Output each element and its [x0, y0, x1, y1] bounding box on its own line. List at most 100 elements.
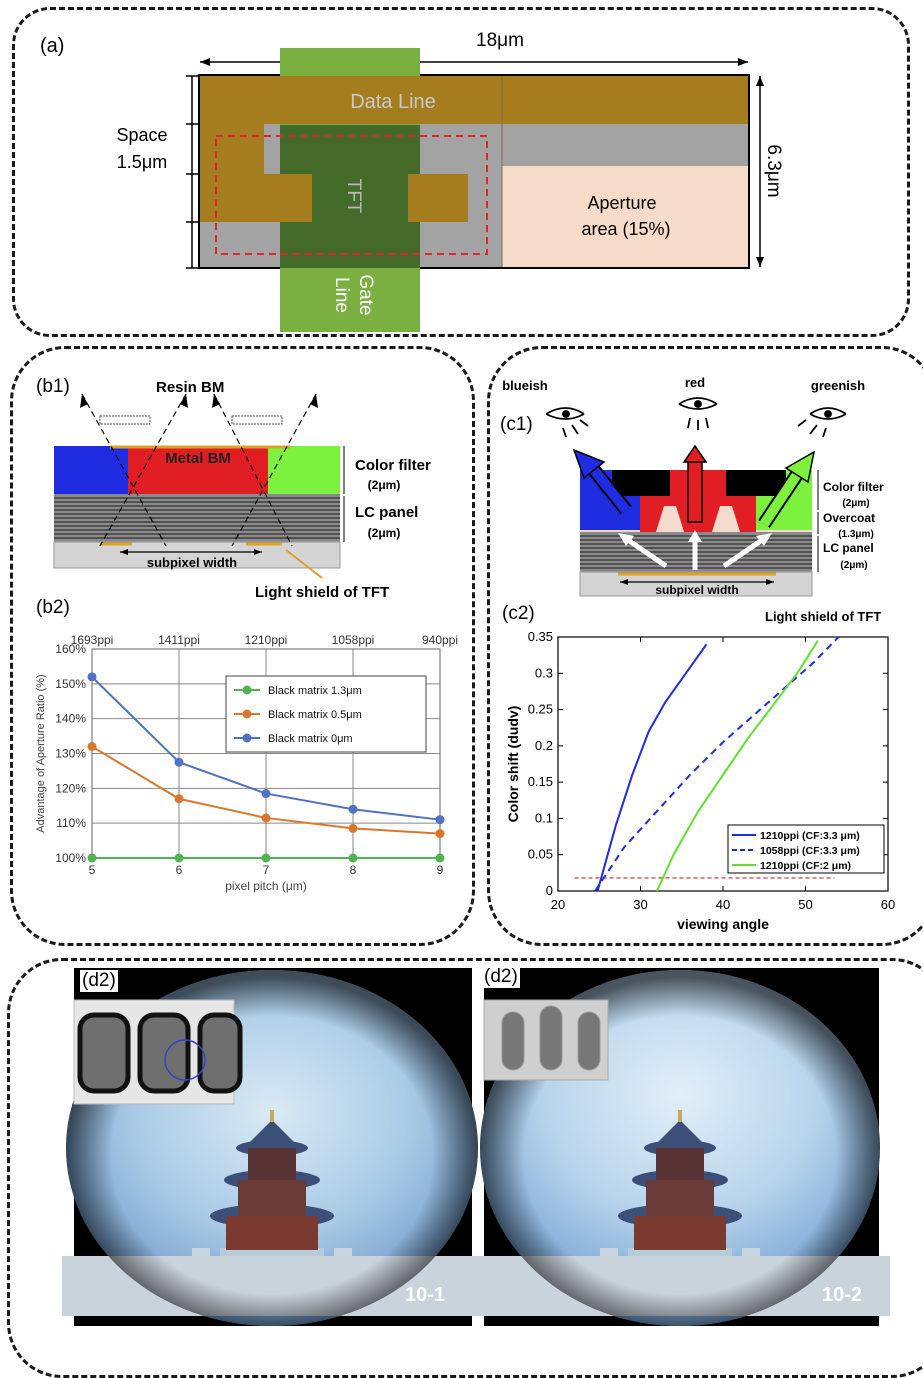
c2-legend-label: 1058ppi (CF:3.3 μm): [760, 845, 860, 857]
b2-x-tick-label: 8: [350, 863, 357, 877]
b2-y-tick-label: 120%: [55, 781, 86, 795]
height-dim-arrowhead-bottom: [756, 257, 764, 267]
panel-c1-diagram: (c1) blueish red greenish: [500, 375, 884, 624]
cone-arrow-2: [180, 394, 188, 408]
c1-green-arrow: [758, 450, 816, 528]
panel-c: [487, 346, 923, 946]
b1-lc-panel-thk: (2μm): [368, 526, 401, 540]
c1-bm-left: [612, 470, 670, 496]
drain-electrode: [408, 174, 468, 222]
c1-substrate: [579, 571, 813, 597]
tft-area-outline: [215, 135, 488, 255]
b2-x-tick-label: 9: [437, 863, 444, 877]
space-dim-ticks: [186, 75, 198, 269]
c2-y-tick-label: 0.3: [535, 665, 553, 680]
c1-overcoat-notch-right: [712, 506, 740, 532]
c2-y-tick-label: 0.2: [535, 738, 553, 753]
gate-line-label-2: Line: [331, 277, 352, 313]
b2-y-tick-label: 150%: [55, 677, 86, 691]
color-filter-green: [268, 446, 340, 494]
gate-line-label-1: Gate: [355, 274, 376, 315]
c2-y-tick-label: 0.15: [528, 774, 553, 789]
b2-data-point: [87, 742, 97, 752]
c1-color-filter-label: Color filter: [823, 480, 884, 494]
c1-white-arrows: [626, 537, 764, 570]
b1-light-shield-label: Light shield of TFT: [255, 584, 389, 601]
c2-series-line: [656, 640, 819, 892]
aperture-area: [502, 166, 748, 267]
b2-data-point: [174, 757, 184, 767]
data-line-label: Data Line: [350, 91, 436, 113]
aperture-label-1: Aperture: [587, 193, 656, 213]
b2-top-tick-label: 1411ppi: [158, 633, 200, 647]
c1-lc-panel-thk: (2μm): [840, 560, 867, 571]
panel-a: [12, 7, 910, 337]
c2-legend-box: [727, 824, 885, 874]
panel-d-label-left: (d2): [80, 970, 118, 992]
b1-subpixel-label: subpixel width: [147, 555, 237, 570]
c2-x-tick-label: 30: [633, 897, 647, 912]
b2-data-point: [87, 672, 97, 682]
b1-color-filter-label: Color filter: [355, 457, 431, 474]
b2-data-point: [174, 794, 184, 804]
b2-data-point: [348, 823, 358, 833]
b2-x-tick-label: 6: [176, 863, 183, 877]
panel-b1-label: (b1): [36, 376, 70, 397]
b2-legend-label: Black matrix 1.3μm: [268, 685, 362, 697]
b1-light-shield-pointer: [285, 549, 323, 579]
b2-data-point: [348, 804, 358, 814]
c1-white-arrowhead-2: [688, 530, 702, 542]
chart-b2: 100%110%120%130%140%150%160%51693ppi6141…: [35, 633, 458, 893]
b2-top-tick-label: 940ppi: [422, 633, 458, 647]
b2-data-point: [261, 813, 271, 823]
b2-data-point: [435, 829, 445, 839]
cone-arrow-3: [212, 394, 220, 408]
b2-data-point: [435, 853, 445, 863]
c2-x-tick-label: 50: [798, 897, 812, 912]
b2-y-tick-label: 130%: [55, 747, 86, 761]
width-dim-arrowhead-left: [200, 58, 210, 66]
eye-left-icon: [545, 407, 589, 438]
c2-x-tick-label: 20: [551, 897, 565, 912]
panel-c1-label: (c1): [500, 414, 533, 435]
aperture-label-2: area (15%): [581, 219, 670, 239]
b2-y-tick-label: 110%: [56, 816, 86, 830]
c1-subpixel-label: subpixel width: [655, 583, 738, 597]
lc-panel-stripes: [54, 497, 340, 539]
cone-arrow-4: [310, 394, 318, 408]
b2-top-tick-label: 1693ppi: [71, 633, 114, 647]
color-filter-red: [128, 446, 270, 494]
panel-a-label: (a): [40, 35, 64, 57]
c2-series-line: [594, 636, 840, 892]
c1-subpixel-arrowhead-left: [620, 579, 628, 585]
panel-d-label-right: (d2): [482, 966, 520, 988]
eye-mid-icon: [678, 397, 718, 430]
eye-right-icon: [797, 407, 847, 438]
c2-y-axis-label: Color shift (dudv): [505, 706, 521, 823]
c1-bm-right: [726, 470, 786, 496]
b1-subpixel-arrowhead-left: [120, 549, 128, 555]
b2-data-point: [435, 815, 445, 825]
c1-blue-arrow: [572, 448, 632, 515]
height-dim-label: 6.3μm: [763, 144, 784, 197]
b2-y-tick-label: 140%: [55, 712, 86, 726]
viewer-right-label: greenish: [811, 378, 865, 393]
b2-legend-marker: [242, 709, 252, 719]
c2-y-tick-label: 0.1: [535, 810, 553, 825]
c2-y-tick-label: 0: [546, 883, 553, 898]
c2-y-tick-label: 0.25: [528, 702, 553, 717]
c1-white-arrowhead-3: [756, 533, 772, 546]
b2-y-tick-label: 100%: [55, 851, 86, 865]
space-label-2: 1.5μm: [117, 152, 167, 172]
b2-x-tick-label: 5: [89, 863, 96, 877]
c1-overcoat-thk: (1.3μm): [838, 529, 874, 540]
b2-x-tick-label: 7: [263, 863, 270, 877]
panel-a-diagram: (a) 18μm Data Line TFT Gate Line Apertur…: [40, 30, 784, 332]
tft-label: TFT: [343, 179, 364, 214]
panel-b: [10, 346, 475, 946]
c2-x-tick-label: 60: [881, 897, 895, 912]
c2-y-tick-label: 0.05: [528, 847, 553, 862]
b2-data-point: [348, 853, 358, 863]
b2-y-axis-label: Advantage of Aperture Ratio (%): [35, 674, 47, 832]
